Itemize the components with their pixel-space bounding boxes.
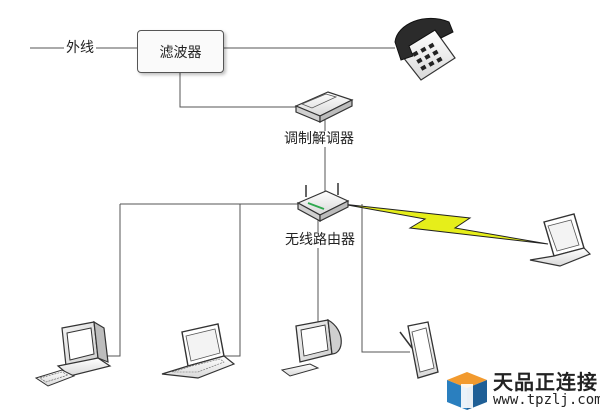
filter-label: 滤波器 (159, 44, 202, 61)
router-icon (296, 183, 350, 223)
filter-box: 滤波器 (137, 30, 224, 73)
line-filter-to-modem (179, 71, 300, 108)
logo-mark-icon (447, 372, 487, 410)
router-label: 无线路由器 (283, 232, 357, 248)
telephone-icon (394, 17, 456, 81)
tablet-icon (399, 321, 439, 379)
laptop-icon (161, 323, 236, 379)
modem-label: 调制解调器 (282, 131, 356, 147)
connection-lines (30, 47, 410, 357)
modem-icon (294, 91, 354, 123)
outer-line-label: 外线 (64, 40, 96, 56)
imac-icon (280, 318, 342, 377)
wireless-signal-bolt (341, 203, 549, 245)
logo-name: 天品正连接 (493, 370, 598, 394)
laptop-wireless-icon (529, 213, 592, 267)
desktop-computer-icon (34, 320, 112, 387)
logo-url: www.tpzlj.com (493, 392, 600, 408)
site-logo: 天品正连接 www.tpzlj.com (441, 362, 600, 413)
line-router-to-tablet (361, 204, 410, 353)
